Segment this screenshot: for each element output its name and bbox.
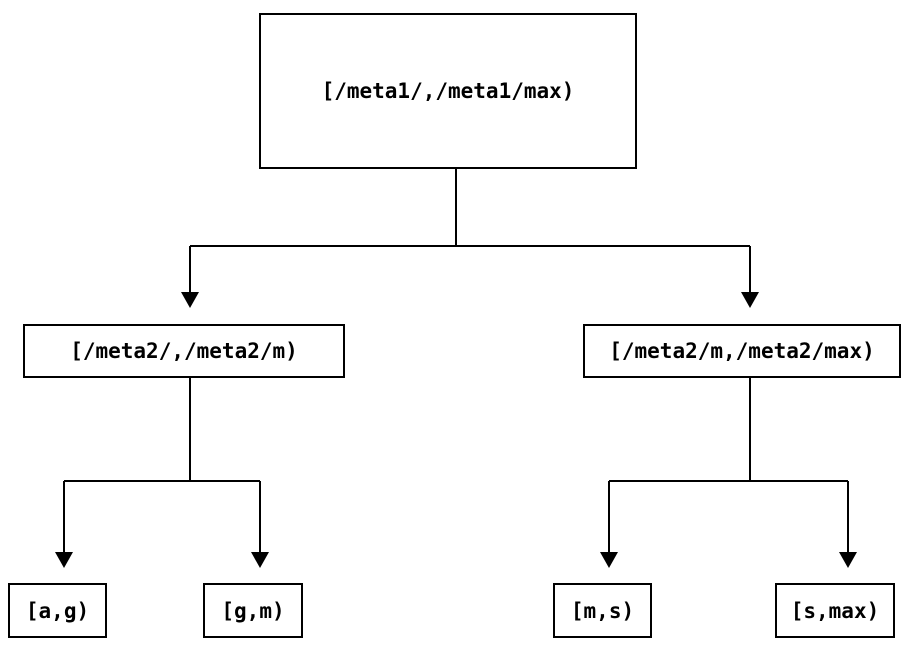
node-leaf-g-m: [g,m) — [203, 583, 303, 638]
node-leaf-s-max-label: [s,max) — [790, 598, 880, 623]
node-leaf-a-g-label: [a,g) — [25, 598, 90, 623]
node-leaf-m-s-label: [m,s) — [570, 598, 635, 623]
node-leaf-g-m-label: [g,m) — [221, 598, 285, 623]
node-meta2-low: [/meta2/,/meta2/m) — [23, 324, 345, 378]
node-meta2-low-label: [/meta2/,/meta2/m) — [70, 339, 298, 363]
node-leaf-s-max: [s,max) — [775, 583, 895, 638]
node-root-label: [/meta1/,/meta1/max) — [321, 79, 575, 103]
node-meta2-high-label: [/meta2/m,/meta2/max) — [609, 339, 875, 363]
arrow-down-icon-leaf-smax — [839, 552, 857, 568]
node-root: [/meta1/,/meta1/max) — [259, 13, 637, 169]
node-leaf-a-g: [a,g) — [8, 583, 107, 638]
node-meta2-high: [/meta2/m,/meta2/max) — [583, 324, 901, 378]
arrow-down-icon-meta2-high — [741, 292, 759, 308]
arrow-down-icon-leaf-gm — [251, 552, 269, 568]
arrow-down-icon-meta2-low — [181, 292, 199, 308]
arrow-down-icon-leaf-ms — [600, 552, 618, 568]
node-leaf-m-s: [m,s) — [553, 583, 652, 638]
arrow-down-icon-leaf-ag — [55, 552, 73, 568]
